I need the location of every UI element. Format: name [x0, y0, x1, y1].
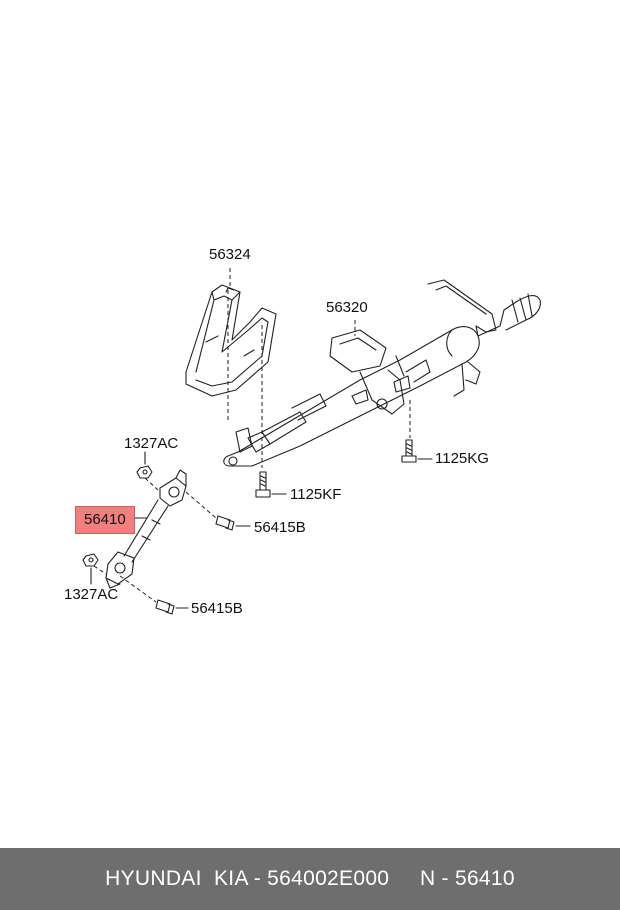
- part-number-footer: HYUNDAI KIA - 564002E000 N - 56410: [0, 848, 620, 910]
- label-56415b-top: 56415B: [254, 519, 306, 536]
- bracket-56324: [185, 284, 277, 397]
- label-56324: 56324: [209, 246, 251, 263]
- label-56415b-bottom: 56415B: [191, 600, 243, 617]
- footer-text: HYUNDAI KIA - 564002E000 N - 56410: [105, 867, 515, 890]
- bolt-1125kf: [255, 471, 271, 498]
- intermediate-shaft-56410: [105, 469, 187, 589]
- bolt-1125kg: [401, 439, 417, 463]
- nut-1327ac-bottom: [82, 553, 99, 567]
- bolt-56415b-top: [215, 515, 235, 531]
- bolt-56415b-bottom: [155, 599, 175, 615]
- label-1125kg: 1125KG: [435, 450, 489, 467]
- nut-1327ac-top: [136, 465, 153, 479]
- label-1327ac-top: 1327AC: [124, 435, 179, 452]
- label-56320: 56320: [326, 299, 368, 316]
- parts-diagram: [82, 268, 541, 615]
- column-56320: [223, 279, 541, 467]
- label-1125kf: 1125KF: [290, 486, 342, 503]
- label-56410-highlighted: 56410: [75, 506, 135, 534]
- label-1327ac-bottom: 1327AC: [64, 586, 119, 603]
